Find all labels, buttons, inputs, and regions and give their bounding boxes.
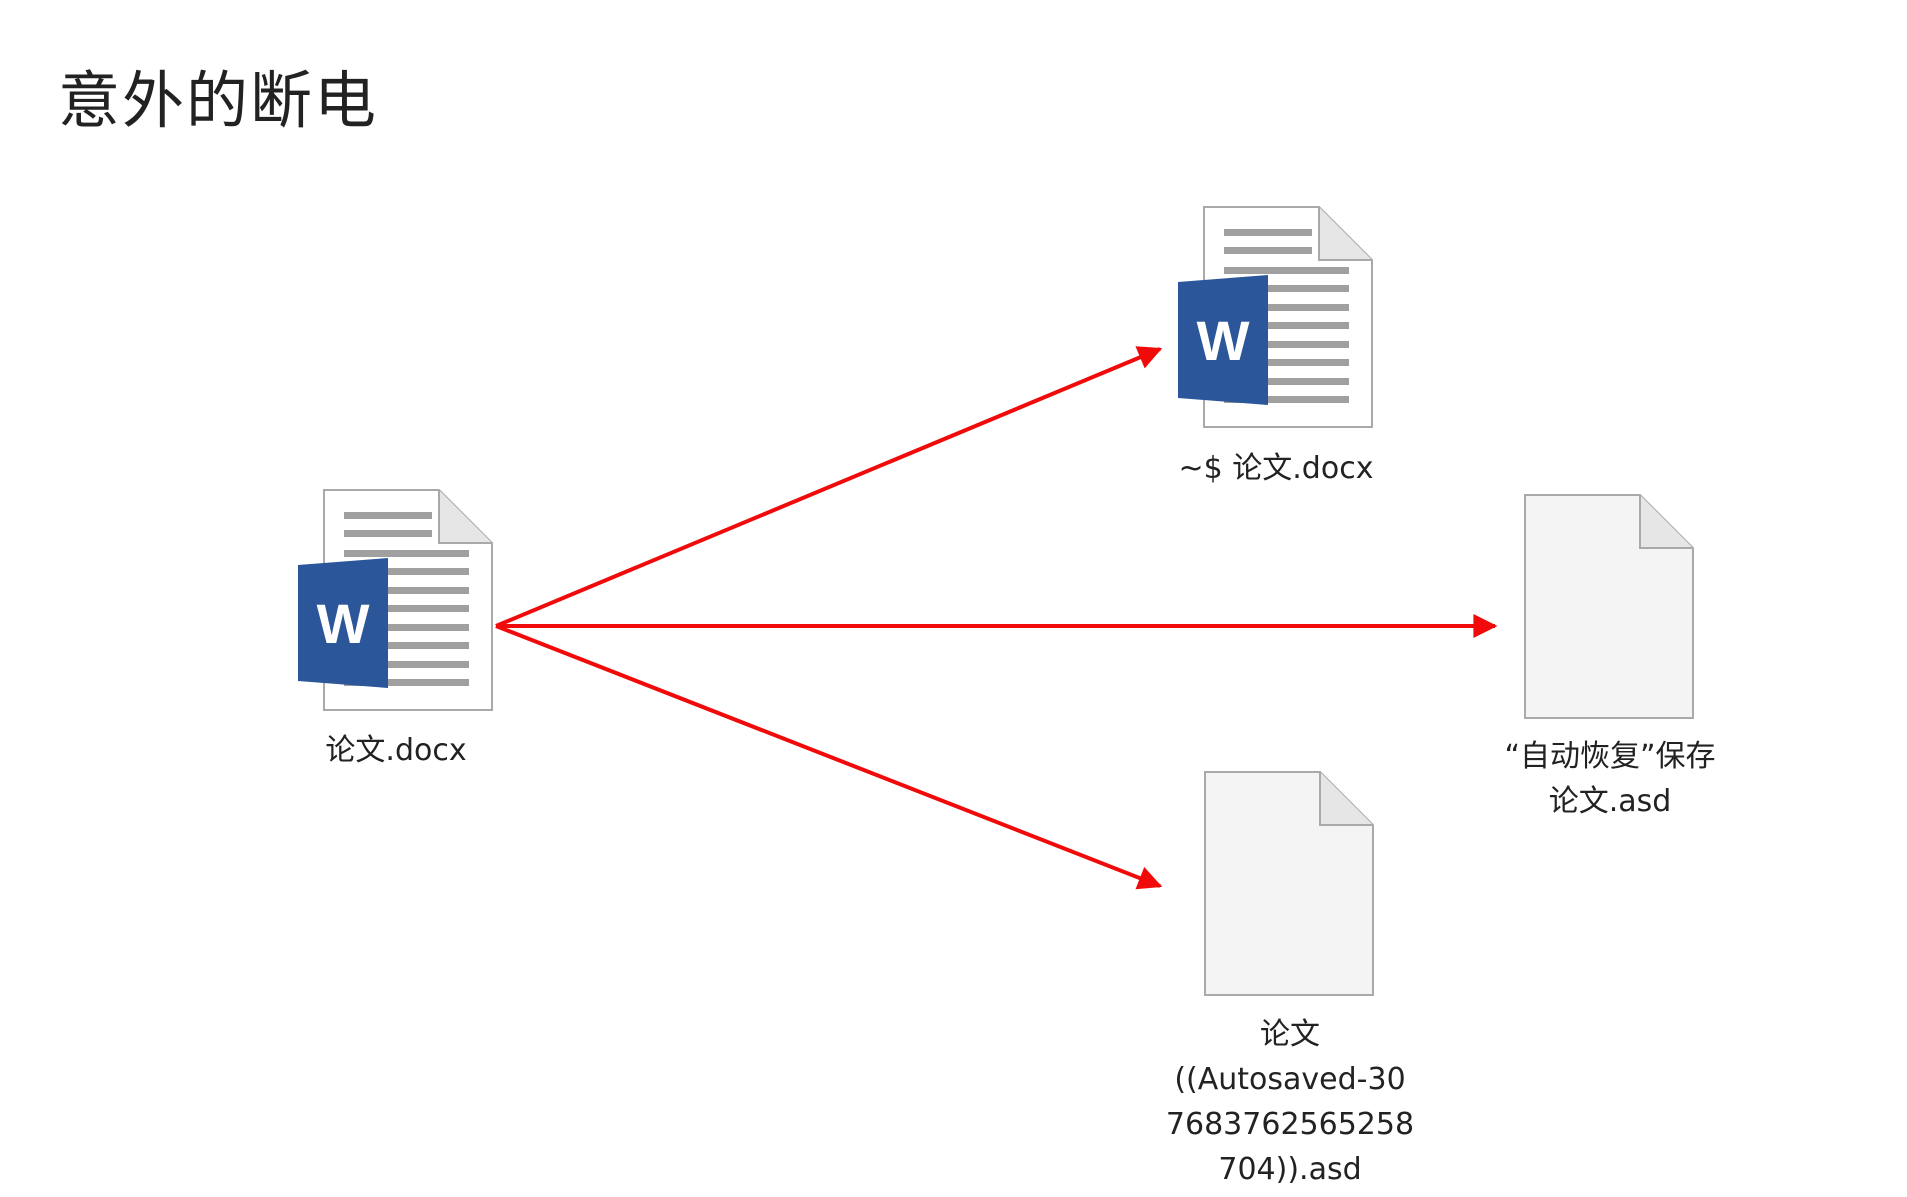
word-document-icon[interactable]: W — [296, 488, 496, 713]
blank-file-icon[interactable] — [1203, 770, 1378, 998]
autosaved-file-label: 论文 ((Autosaved-30 7683762565258 704)).as… — [1165, 1017, 1415, 1187]
arrow-to-autosaved-file — [495, 624, 1163, 890]
svg-text:W: W — [1197, 309, 1250, 372]
arrow-to-temp-file — [495, 346, 1163, 628]
autorecover-file-label: “自动恢复”保存 论文.asd — [1504, 739, 1716, 819]
page-title: 意外的断电 — [58, 64, 379, 137]
blank-file-icon[interactable] — [1523, 493, 1698, 721]
svg-text:W: W — [317, 592, 370, 655]
temp-file-label: ~$ 论文.docx — [1178, 451, 1374, 486]
word-document-icon[interactable]: W — [1176, 205, 1376, 430]
source-file-label: 论文.docx — [325, 733, 467, 768]
